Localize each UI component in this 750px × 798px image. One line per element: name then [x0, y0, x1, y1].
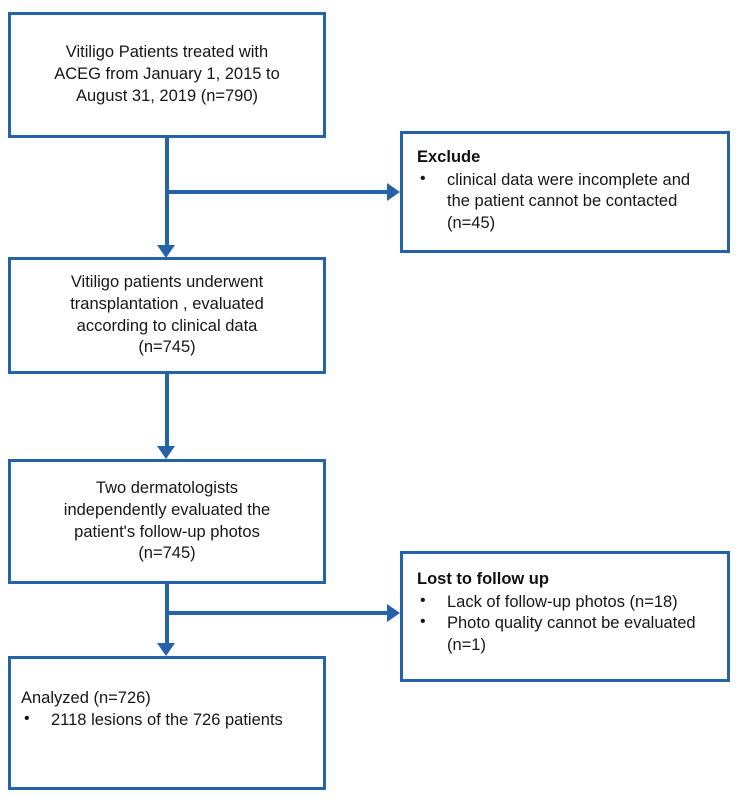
arrowhead-right-to-exclude	[387, 183, 400, 201]
node-exclude-title: Exclude	[417, 148, 481, 166]
node-exclude-bullets: • clinical data were incomplete and the …	[417, 170, 717, 234]
node-analyzed-bullets: • 2118 lesions of the 726 patients	[21, 710, 313, 731]
node-lost-to-follow-up-title: Lost to follow up	[417, 570, 549, 588]
arrowhead-down-to-analyzed	[157, 643, 175, 656]
arrowhead-right-to-lost-followup	[387, 604, 400, 622]
node-analyzed: Analyzed (n=726) • 2118 lesions of the 7…	[8, 656, 326, 790]
arrowhead-down-to-transplant	[157, 245, 175, 258]
list-item: • 2118 lesions of the 726 patients	[21, 710, 313, 731]
bullet-icon: •	[420, 169, 426, 187]
node-analyzed-title: Analyzed (n=726)	[21, 689, 151, 707]
connector-transplant-to-evaluated	[165, 374, 169, 447]
node-transplantation-text: Vitiligo patients underwent transplantat…	[70, 272, 264, 357]
list-item: • Photo quality cannot be evaluated (n=1…	[417, 613, 717, 656]
node-dermatologist-evaluation: Two dermatologists independently evaluat…	[8, 459, 326, 584]
node-lost-bullets: • Lack of follow-up photos (n=18) • Phot…	[417, 592, 717, 656]
connector-branch-to-lost-followup	[165, 611, 389, 615]
list-item: • Lack of follow-up photos (n=18)	[417, 592, 717, 613]
node-lost-to-follow-up: Lost to follow up • Lack of follow-up ph…	[400, 551, 730, 682]
bullet-icon: •	[420, 591, 426, 609]
node-dermatologist-evaluation-text: Two dermatologists independently evaluat…	[63, 478, 271, 563]
list-item-label: Lack of follow-up photos (n=18)	[447, 592, 678, 611]
arrowhead-down-to-evaluated	[157, 446, 175, 459]
list-item: • clinical data were incomplete and the …	[417, 170, 717, 234]
connector-branch-to-exclude	[165, 190, 389, 194]
node-exclude: Exclude • clinical data were incomplete …	[400, 131, 730, 253]
bullet-icon: •	[24, 709, 30, 727]
node-enrolled-patients: Vitiligo Patients treated with ACEG from…	[8, 12, 326, 138]
bullet-icon: •	[420, 613, 426, 631]
list-item-label: 2118 lesions of the 726 patients	[51, 710, 283, 729]
list-item-label: Photo quality cannot be evaluated (n=1)	[447, 614, 696, 654]
node-enrolled-text: Vitiligo Patients treated with ACEG from…	[54, 43, 280, 105]
node-transplantation: Vitiligo patients underwent transplantat…	[8, 257, 326, 374]
list-item-label: clinical data were incomplete and the pa…	[447, 170, 691, 232]
